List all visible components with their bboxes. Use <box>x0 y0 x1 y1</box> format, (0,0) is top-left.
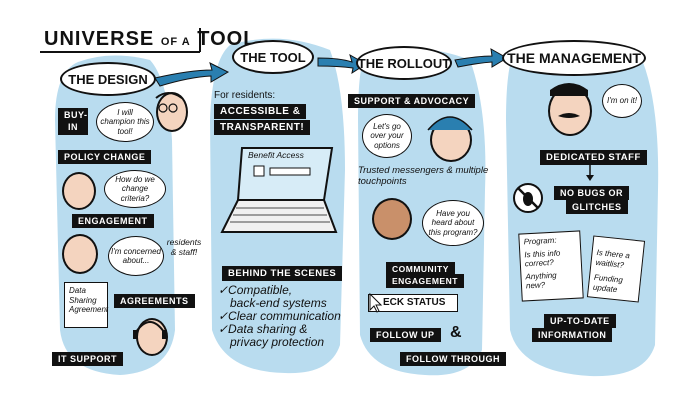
arrow-down-icon <box>586 164 594 181</box>
messenger-avatar <box>372 198 412 240</box>
glasses-icon <box>155 92 183 113</box>
headset-icon <box>133 321 167 339</box>
data-sharing-doc: Data Sharing Agreement <box>64 282 108 328</box>
screen-text: Benefit Access <box>248 150 304 160</box>
program-doc-line: Program: <box>523 235 557 247</box>
arrow-right-icon <box>154 62 230 87</box>
options-quote: Let's go over your options <box>362 114 412 158</box>
thinking-avatar <box>62 172 96 210</box>
no-bugs-tag: NO BUGS OR <box>554 186 630 200</box>
criteria-quote: How do we change criteria? <box>104 170 166 208</box>
agreements-tag: AGREEMENTS <box>114 294 195 308</box>
behind-scenes-tag: BEHIND THE SCENES <box>222 266 343 281</box>
it-support-tag: IT SUPPORT <box>52 352 124 366</box>
no-symbol-icon <box>513 183 543 213</box>
headwrap-icon <box>427 116 473 131</box>
for-residents-label: For residents: <box>214 90 276 101</box>
check-status-button[interactable]: ECK STATUS <box>368 294 458 312</box>
title-universe: UNIVERSE <box>44 28 155 50</box>
concerned-quote: I'm concerned about... <box>108 236 164 276</box>
heard-quote: Have you heard about this program? <box>422 200 484 246</box>
program-doc-line: Is this info correct? <box>524 248 561 269</box>
accessible-tag: ACCESSIBLE & <box>214 104 307 119</box>
concerned-avatar <box>62 234 98 274</box>
checklist: ✓Compatible, back-end systems ✓Clear com… <box>218 284 341 349</box>
checklist-item: back-end systems <box>230 295 327 310</box>
up-to-date-tag: UP-TO-DATE <box>544 314 616 328</box>
glitches-tag: GLITCHES <box>566 200 628 214</box>
program-doc-line: Anything new? <box>525 270 557 291</box>
tool-title: THE TOOL <box>232 40 314 74</box>
page-title: UNIVERSE OF A TOOL <box>44 28 256 51</box>
mustache-icon <box>550 83 588 118</box>
checklist-item: ✓Clear communication <box>218 308 341 323</box>
support-advocacy-tag: SUPPORT & ADVOCACY <box>348 94 476 108</box>
laptop-icon <box>220 147 338 233</box>
program-doc: Program: Is this info correct? Anything … <box>518 230 584 302</box>
follow-up-tag: FOLLOW UP <box>370 328 441 342</box>
design-title: THE DESIGN <box>60 62 156 96</box>
rollout-title: THE ROLLOUT <box>356 46 452 80</box>
on-it-quote: I'm on it! <box>602 84 642 118</box>
waitlist-doc-line: Is there a waitlist? <box>595 247 631 270</box>
waitlist-doc-line: Funding update <box>592 272 624 295</box>
cursor-icon <box>369 292 383 313</box>
champion-quote: I will champion this tool! <box>96 102 154 142</box>
trusted-note: Trusted messengers & multiple touchpoint… <box>358 165 489 187</box>
engagement-tag: ENGAGEMENT <box>72 214 154 228</box>
arrow-right-icon <box>454 48 508 68</box>
community-tag: COMMUNITY <box>386 262 455 276</box>
waitlist-doc: Is there a waitlist? Funding update <box>586 235 646 303</box>
checklist-item: ✓Compatible, <box>218 283 293 297</box>
community-engagement-tag: ENGAGEMENT <box>386 274 464 288</box>
management-title: THE MANAGEMENT <box>502 40 646 76</box>
checklist-item: ✓Data sharing & <box>218 321 308 336</box>
ampersand: & <box>450 324 462 341</box>
information-tag: INFORMATION <box>532 328 613 342</box>
title-of-a: OF A <box>160 36 191 48</box>
residents-staff-note: residents & staff! <box>166 237 202 257</box>
transparent-tag: TRANSPARENT! <box>214 120 311 135</box>
follow-through-tag: FOLLOW THROUGH <box>400 352 506 366</box>
policy-change-tag: POLICY CHANGE <box>58 150 152 164</box>
title-tool: TOOL <box>197 28 257 50</box>
check-status-label: ECK STATUS <box>383 297 446 308</box>
buy-in-tag: BUY-IN <box>58 108 88 136</box>
dedicated-staff-tag: DEDICATED STAFF <box>540 150 647 165</box>
checklist-item: privacy protection <box>230 334 325 349</box>
